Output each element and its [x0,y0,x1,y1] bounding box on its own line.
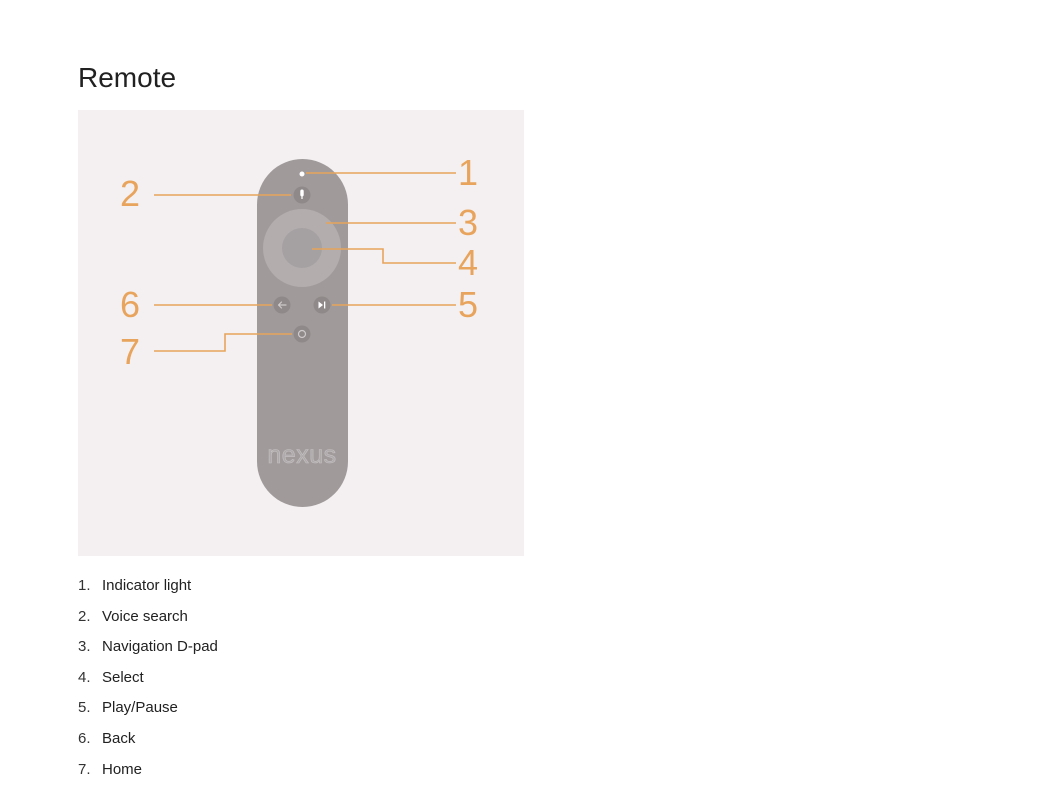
nexus-logo: nexus [267,441,336,469]
list-item: 7.Home [78,756,218,787]
callout-number-2: 2 [120,173,140,214]
remote-legend-list: 1.Indicator light 2.Voice search 3.Navig… [78,572,218,786]
home-button [294,326,311,343]
list-item-label: Voice search [102,608,188,625]
list-item-number: 4. [78,664,102,692]
callout-number-6: 6 [120,284,140,325]
list-item-label: Navigation D-pad [102,638,218,655]
list-item-label: Back [102,730,135,747]
remote-diagram: nexus 1 2 3 4 5 6 7 [78,110,524,556]
callout-number-7: 7 [120,331,140,372]
list-item-number: 6. [78,725,102,753]
list-item-number: 7. [78,756,102,784]
list-item: 5.Play/Pause [78,694,218,725]
list-item-number: 5. [78,694,102,722]
list-item: 2.Voice search [78,603,218,634]
list-item-label: Select [102,669,144,686]
list-item-label: Home [102,761,142,778]
play-pause-button [314,297,331,314]
callout-number-5: 5 [458,284,478,325]
select-button [282,228,322,268]
back-button [274,297,291,314]
remote-illustration: nexus 1 2 3 4 5 6 7 [78,110,524,556]
list-item-label: Play/Pause [102,699,178,716]
list-item: 3.Navigation D-pad [78,633,218,664]
list-item-number: 3. [78,633,102,661]
list-item-number: 2. [78,603,102,631]
list-item-label: Indicator light [102,577,191,594]
voice-search-button [294,187,311,204]
indicator-light [300,172,305,177]
callout-number-4: 4 [458,242,478,283]
page-title: Remote [78,60,176,96]
list-item-number: 1. [78,572,102,600]
list-item: 6.Back [78,725,218,756]
callout-number-3: 3 [458,202,478,243]
callout-number-1: 1 [458,152,478,193]
list-item: 1.Indicator light [78,572,218,603]
list-item: 4.Select [78,664,218,695]
